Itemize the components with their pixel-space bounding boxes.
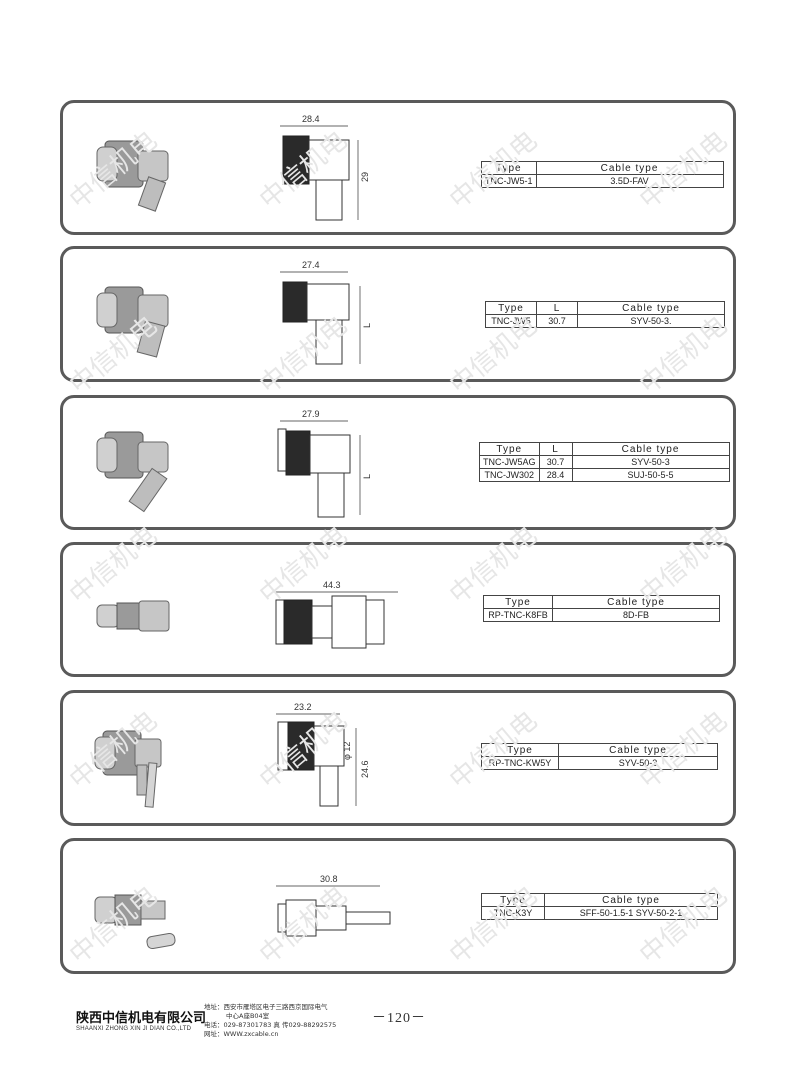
header-type: Type [481, 893, 545, 907]
header-type: Type [479, 442, 540, 456]
header-cable-type: Cable type [577, 301, 725, 315]
dimension-drawing-6: 30.8 [276, 874, 391, 937]
dimension-drawing-3: 27.9 L [277, 409, 372, 518]
header-type: Type [481, 161, 537, 175]
dim-height: L [362, 323, 372, 328]
dim-width: 23.2 [294, 702, 312, 712]
contact-block: 地址：西安市雁塔区电子三路西京国际电气 中心A座B04室 电话：029-8730… [204, 1003, 336, 1039]
header-cable-type: Cable type [571, 442, 730, 456]
page-number: －120－ [372, 1011, 426, 1026]
dimension-drawing-4: 44.3 [273, 580, 398, 649]
connector-photo-5 [94, 730, 162, 808]
company-name-cn: 陕西中信机电有限公司 [76, 1011, 207, 1026]
address-line-1: 地址：西安市雁塔区电子三路西京国际电气 [204, 1003, 328, 1011]
connector-photo-2 [96, 286, 169, 358]
page-footer: 陕西中信机电有限公司 SHAANXI ZHONG XIN JI DIAN CO.… [76, 1003, 736, 1043]
header-cable-type: Cable type [558, 743, 718, 757]
dim-width: 44.3 [323, 580, 341, 590]
header-cable-type: Cable type [535, 161, 724, 175]
connector-photo-1 [96, 140, 169, 212]
dim-height: 24.6 [360, 760, 370, 778]
header-cable-type: Cable type [544, 893, 718, 907]
dim-width: 28.4 [302, 114, 320, 124]
header-l: L [538, 442, 573, 456]
header-type: Type [485, 301, 537, 315]
company-name-en: SHAANXI ZHONG XIN JI DIAN CO.,LTD [76, 1026, 192, 1032]
connector-photo-3 [96, 431, 169, 513]
connector-photo-4 [96, 600, 170, 632]
header-l: L [536, 301, 578, 315]
dim-width: 30.8 [320, 874, 338, 884]
dim-width: 27.4 [302, 260, 320, 270]
header-type: Type [481, 743, 559, 757]
phone-line: 电话：029-87301783 真 传029-88292575 [204, 1021, 337, 1029]
dimension-drawing-1: 28.4 29 [280, 114, 370, 221]
header-type: Type [483, 595, 553, 609]
dimension-drawing-2: 27.4 L [280, 260, 372, 365]
dim-width: 27.9 [302, 409, 320, 419]
dim-height: 29 [360, 172, 370, 182]
address-line-2: 中心A座B04室 [226, 1012, 270, 1020]
dimension-drawing-5: 23.2 φ 12 24.6 [276, 702, 370, 807]
dim-height: L [362, 474, 372, 479]
dim-diameter: φ 12 [342, 742, 352, 760]
web-line: 网址：WWW.zxcable.cn [204, 1030, 279, 1038]
header-cable-type: Cable type [552, 595, 720, 609]
connector-photo-6 [94, 894, 176, 950]
